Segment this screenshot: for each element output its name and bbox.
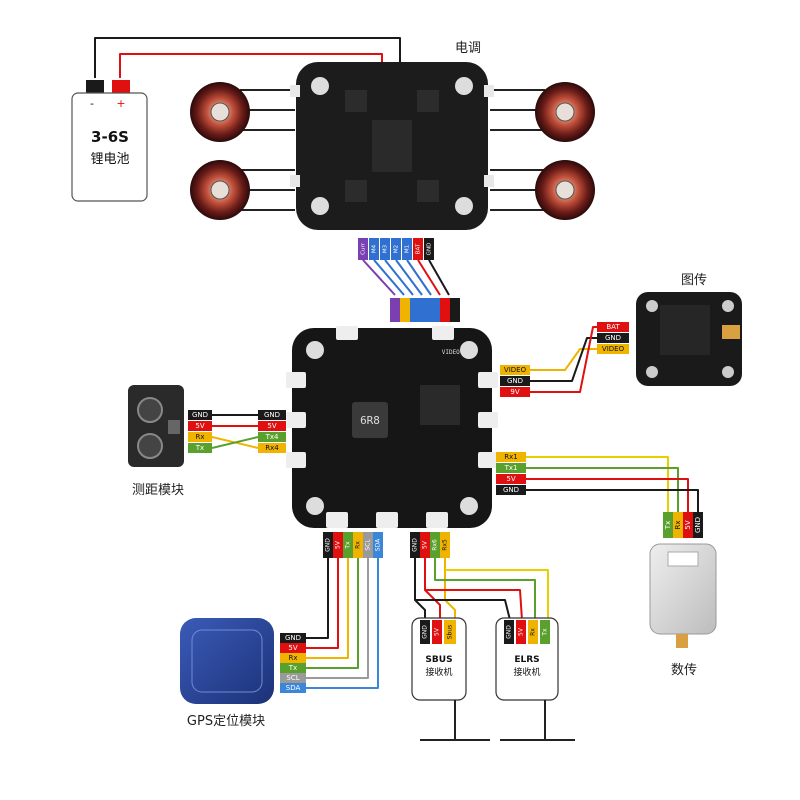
fc-pin-rx4: Rx4 [265,444,279,452]
telemetry-pin-tx: Tx [664,521,672,530]
gps-pin-5v: 5V [288,644,297,652]
fc-telemetry-pins: Rx1 Tx1 5V GND [496,452,526,495]
rangefinder-pin-5v: 5V [195,422,204,430]
fc-esc-pin-row [390,298,460,322]
esc-pin-gnd: GND [427,243,433,256]
elrs-subtitle: 接收机 [513,666,540,678]
battery-cell-count: 3-6S [91,128,129,146]
esc-pin-m2: M2 [394,245,400,253]
battery-type: 锂电池 [90,152,129,167]
gps-pins: GND 5V Rx Tx SCL SDA [280,633,306,693]
telemetry-wires [526,456,699,512]
gps-title: GPS定位模块 [187,714,265,729]
fc-pin-video: VIDEO [504,366,527,374]
esc-pin-row: Curr M4 M3 M2 M1 BAT GND [358,238,434,260]
telemetry-module [649,543,717,648]
gps-pin-scl: SCL [286,674,299,682]
inductor-marking: 6R8 [360,414,380,427]
fc-pin-rx1: Rx1 [504,453,517,461]
fc-pin-9v: 9V [510,388,519,396]
sbus-title: SBUS [425,655,452,665]
video-out-text: VIDEO-OUT [442,349,475,356]
fc-pin-5v-uart4: 5V [267,422,276,430]
telemetry-title: 数传 [671,663,697,678]
fc-rangefinder-pins: GND 5V Tx4 Rx4 [258,410,286,453]
esc-pin-bat: BAT [416,243,422,254]
sbus-pin-5v: 5V [434,627,441,636]
esc-pin-curr: Curr [361,242,367,254]
sbus-subtitle: 接收机 [425,666,452,678]
fc-pin-rx-gnd: GND [412,538,419,552]
esc-pin-m1: M1 [405,245,411,253]
receiver-wires [414,558,549,621]
esc-pin-m3: M3 [383,244,389,253]
fc-pin-rx5: Rx5 [442,539,449,551]
fc-pin-rx6: Rx6 [432,539,439,551]
rangefinder-pin-gnd: GND [192,411,208,419]
fc-pin-video-gnd: GND [507,377,523,385]
fc-pin-tx1: Tx1 [504,464,518,472]
fc-pin-rx-5v: 5V [422,540,429,549]
esc-title: 电调 [455,41,481,56]
gps-pin-sda: SDA [286,684,301,692]
fc-pin-gps-scl: SCL [365,539,372,551]
gps-module [180,618,274,704]
vtx-pin-video: VIDEO [602,345,625,353]
telemetry-pin-gnd: GND [694,517,702,533]
motor-front-left [190,82,295,142]
battery-neg-sign: - [90,97,94,110]
vtx-pins: BAT GND VIDEO [597,322,629,354]
elrs-pin-gnd: GND [506,625,513,639]
motor-rear-left [190,160,295,220]
fc-pin-tx4: Tx4 [265,433,279,441]
telemetry-pins: Tx Rx 5V GND [663,512,703,538]
fc-pin-5v-uart1: 5V [506,475,515,483]
vtx-pin-gnd: GND [605,334,621,342]
esc-pin-m4: M4 [372,244,378,253]
fc-pin-gnd-uart1: GND [503,486,519,494]
battery-pos-sign: + [116,97,125,110]
sbus-pin-gnd: GND [422,625,429,639]
gps-pin-tx: Tx [288,664,297,672]
rangefinder-pins: GND 5V Rx Tx [188,410,212,453]
fc-gps-pins: GND 5V Tx Rx SCL SDA [323,532,383,558]
esc-to-fc-wires [362,259,450,296]
rangefinder-wires [211,414,259,449]
fc-pin-gps-rx: Rx [355,541,362,549]
sbus-pin-sbus: Sbus [447,625,454,640]
fc-pin-gnd-uart4: GND [264,411,280,419]
battery: - + 3-6S 锂电池 [71,37,401,202]
elrs-receiver: GND 5V Rx Tx ELRS 接收机 [495,617,575,741]
elrs-pin-rx: Rx [530,628,537,636]
gps-pin-gnd: GND [285,634,301,642]
vtx-title: 图传 [681,273,707,288]
fc-pin-gps-tx: Tx [345,541,352,550]
fc-video-pins: VIDEO GND 9V [500,365,530,397]
elrs-pin-5v: 5V [518,627,525,636]
rangefinder-title: 测距模块 [132,483,184,498]
telemetry-pin-5v: 5V [684,520,692,529]
vtx-pin-bat: BAT [606,323,620,331]
sbus-receiver: GND 5V Sbus SBUS 接收机 [411,617,490,741]
motor-rear-right [490,160,595,220]
elrs-pin-tx: Tx [542,628,549,637]
flight-controller: 6R8 VIDEO-OUT [286,326,498,528]
esc-board [290,62,494,230]
fc-pin-gps-sda: SDA [375,538,382,551]
fc-pin-gps-gnd: GND [325,538,332,552]
vtx-wires [530,326,597,393]
telemetry-pin-rx: Rx [674,520,682,529]
rangefinder-pin-rx: Rx [195,433,204,441]
gps-wires [306,558,379,689]
vtx-board [636,292,742,386]
motor-front-right [490,82,595,142]
fc-receiver-pins: GND 5V Rx6 Rx5 [410,532,450,558]
rangefinder-module [128,385,184,467]
fc-pin-gps-5v: 5V [335,540,342,549]
gps-pin-rx: Rx [288,654,297,662]
elrs-title: ELRS [514,655,539,665]
rangefinder-pin-tx: Tx [195,444,204,452]
